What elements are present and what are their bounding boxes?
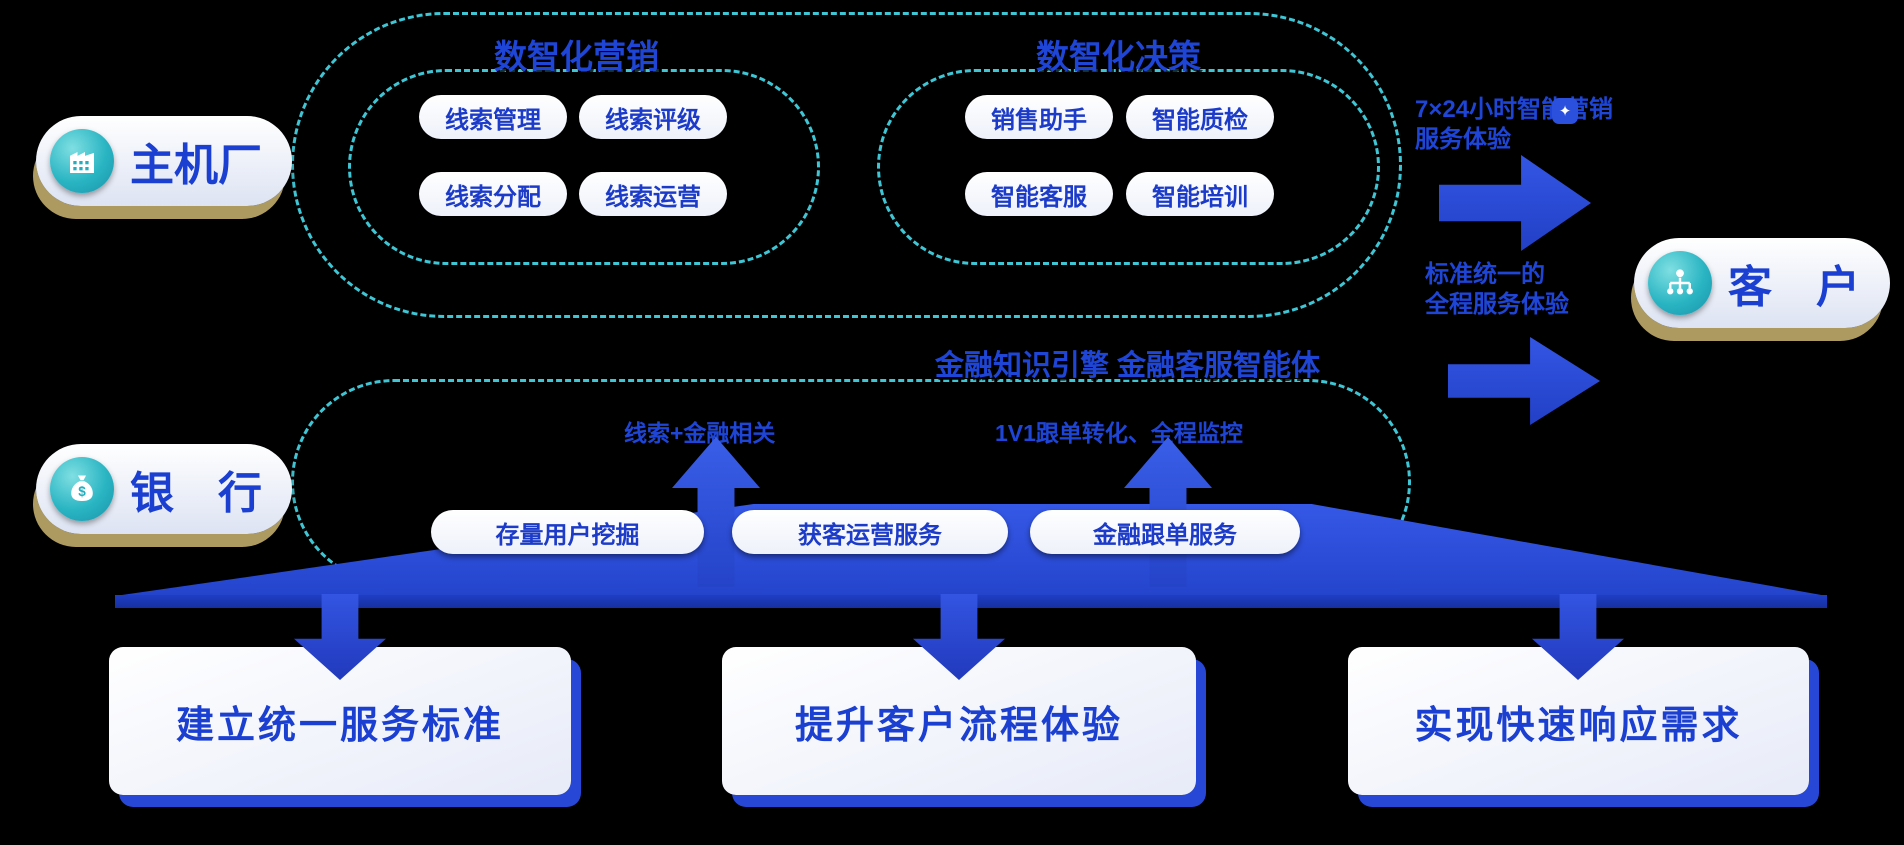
factory-icon [50, 129, 114, 193]
flow-annotation-bottom: 标准统一的 全程服务体验 [1425, 260, 1569, 320]
flow-annotation-top: 7×24小时智能营销 服务体验 [1415, 95, 1613, 155]
bank-entity: $ 银 行 [36, 444, 292, 534]
money-bag-icon: $ [50, 457, 114, 521]
capability-chip: 线索运营 [579, 172, 727, 216]
capability-chip: 智能客服 [965, 172, 1113, 216]
right-arrow-icon [1439, 155, 1591, 251]
customer-org-icon [1648, 251, 1712, 315]
oem-entity: 主机厂 [36, 116, 292, 206]
service-chip: 获客运营服务 [732, 510, 1008, 554]
goal-text: 建立统一服务标准 [175, 704, 504, 747]
oem-entity-label: 主机厂 [130, 141, 262, 190]
marketing-group-title: 数智化营销 [494, 38, 659, 75]
capability-chip: 线索管理 [419, 95, 567, 139]
flow-annotation-bottom-line1: 标准统一的 [1425, 261, 1545, 288]
right-arrow-icon [1448, 337, 1600, 425]
customer-entity: 客 户 [1634, 238, 1890, 328]
capability-chip: 线索评级 [579, 95, 727, 139]
service-chip: 金融跟单服务 [1030, 510, 1300, 554]
flow-annotation-top-line1: 7×24小时智能营销 [1415, 96, 1614, 123]
svg-text:$: $ [78, 484, 86, 499]
capability-chip: 智能培训 [1126, 172, 1274, 216]
goal-text: 提升客户流程体验 [794, 704, 1123, 747]
marketing-group-container [348, 69, 820, 265]
flow-annotation-bottom-line2: 全程服务体验 [1425, 291, 1569, 318]
bank-left-note: 线索+金融相关 [624, 420, 776, 446]
capability-chip: 线索分配 [419, 172, 567, 216]
decision-group-title: 数智化决策 [1036, 38, 1201, 75]
bank-right-note: 1V1跟单转化、全程监控 [995, 420, 1243, 446]
goal-text: 实现快速响应需求 [1414, 704, 1743, 747]
sparkle-icon: ✦ [1552, 98, 1578, 124]
flow-annotation-top-line2: 服务体验 [1415, 126, 1511, 153]
bank-entity-label: 银 行 [130, 469, 262, 518]
capability-chip: 智能质检 [1126, 95, 1274, 139]
customer-entity-label: 客 户 [1728, 263, 1860, 312]
oem-capability-container [291, 12, 1402, 318]
decision-group-container [877, 69, 1380, 265]
service-chip: 存量用户挖掘 [431, 510, 704, 554]
capability-chip: 销售助手 [965, 95, 1113, 139]
engine-label: 金融知识引擎 金融客服智能体 [935, 350, 1321, 382]
